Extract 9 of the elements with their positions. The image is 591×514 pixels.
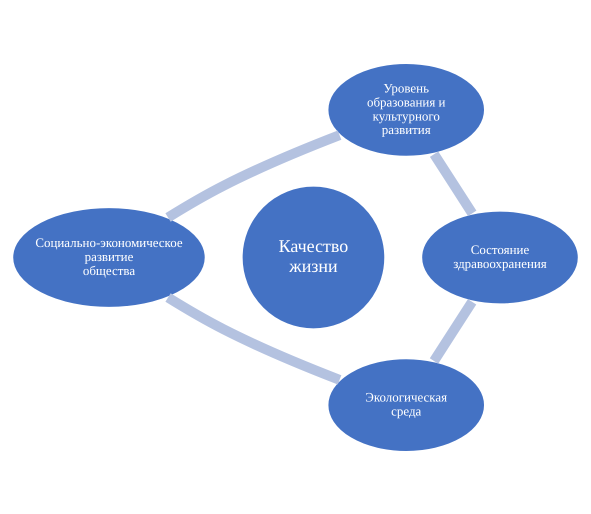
connector [165,130,342,222]
node-ellipse: Уровень образования и культурного развития [326,62,486,158]
node-ellipse: Экологическая среда [326,356,486,452]
connector [165,292,342,384]
connector [430,150,476,216]
node-ellipse: Социально-экономическое развитие общества [11,206,207,308]
node-circle: Качество жизни [240,184,386,330]
node-ellipse: Состояние здравоохранения [420,209,580,305]
connector [430,298,476,364]
